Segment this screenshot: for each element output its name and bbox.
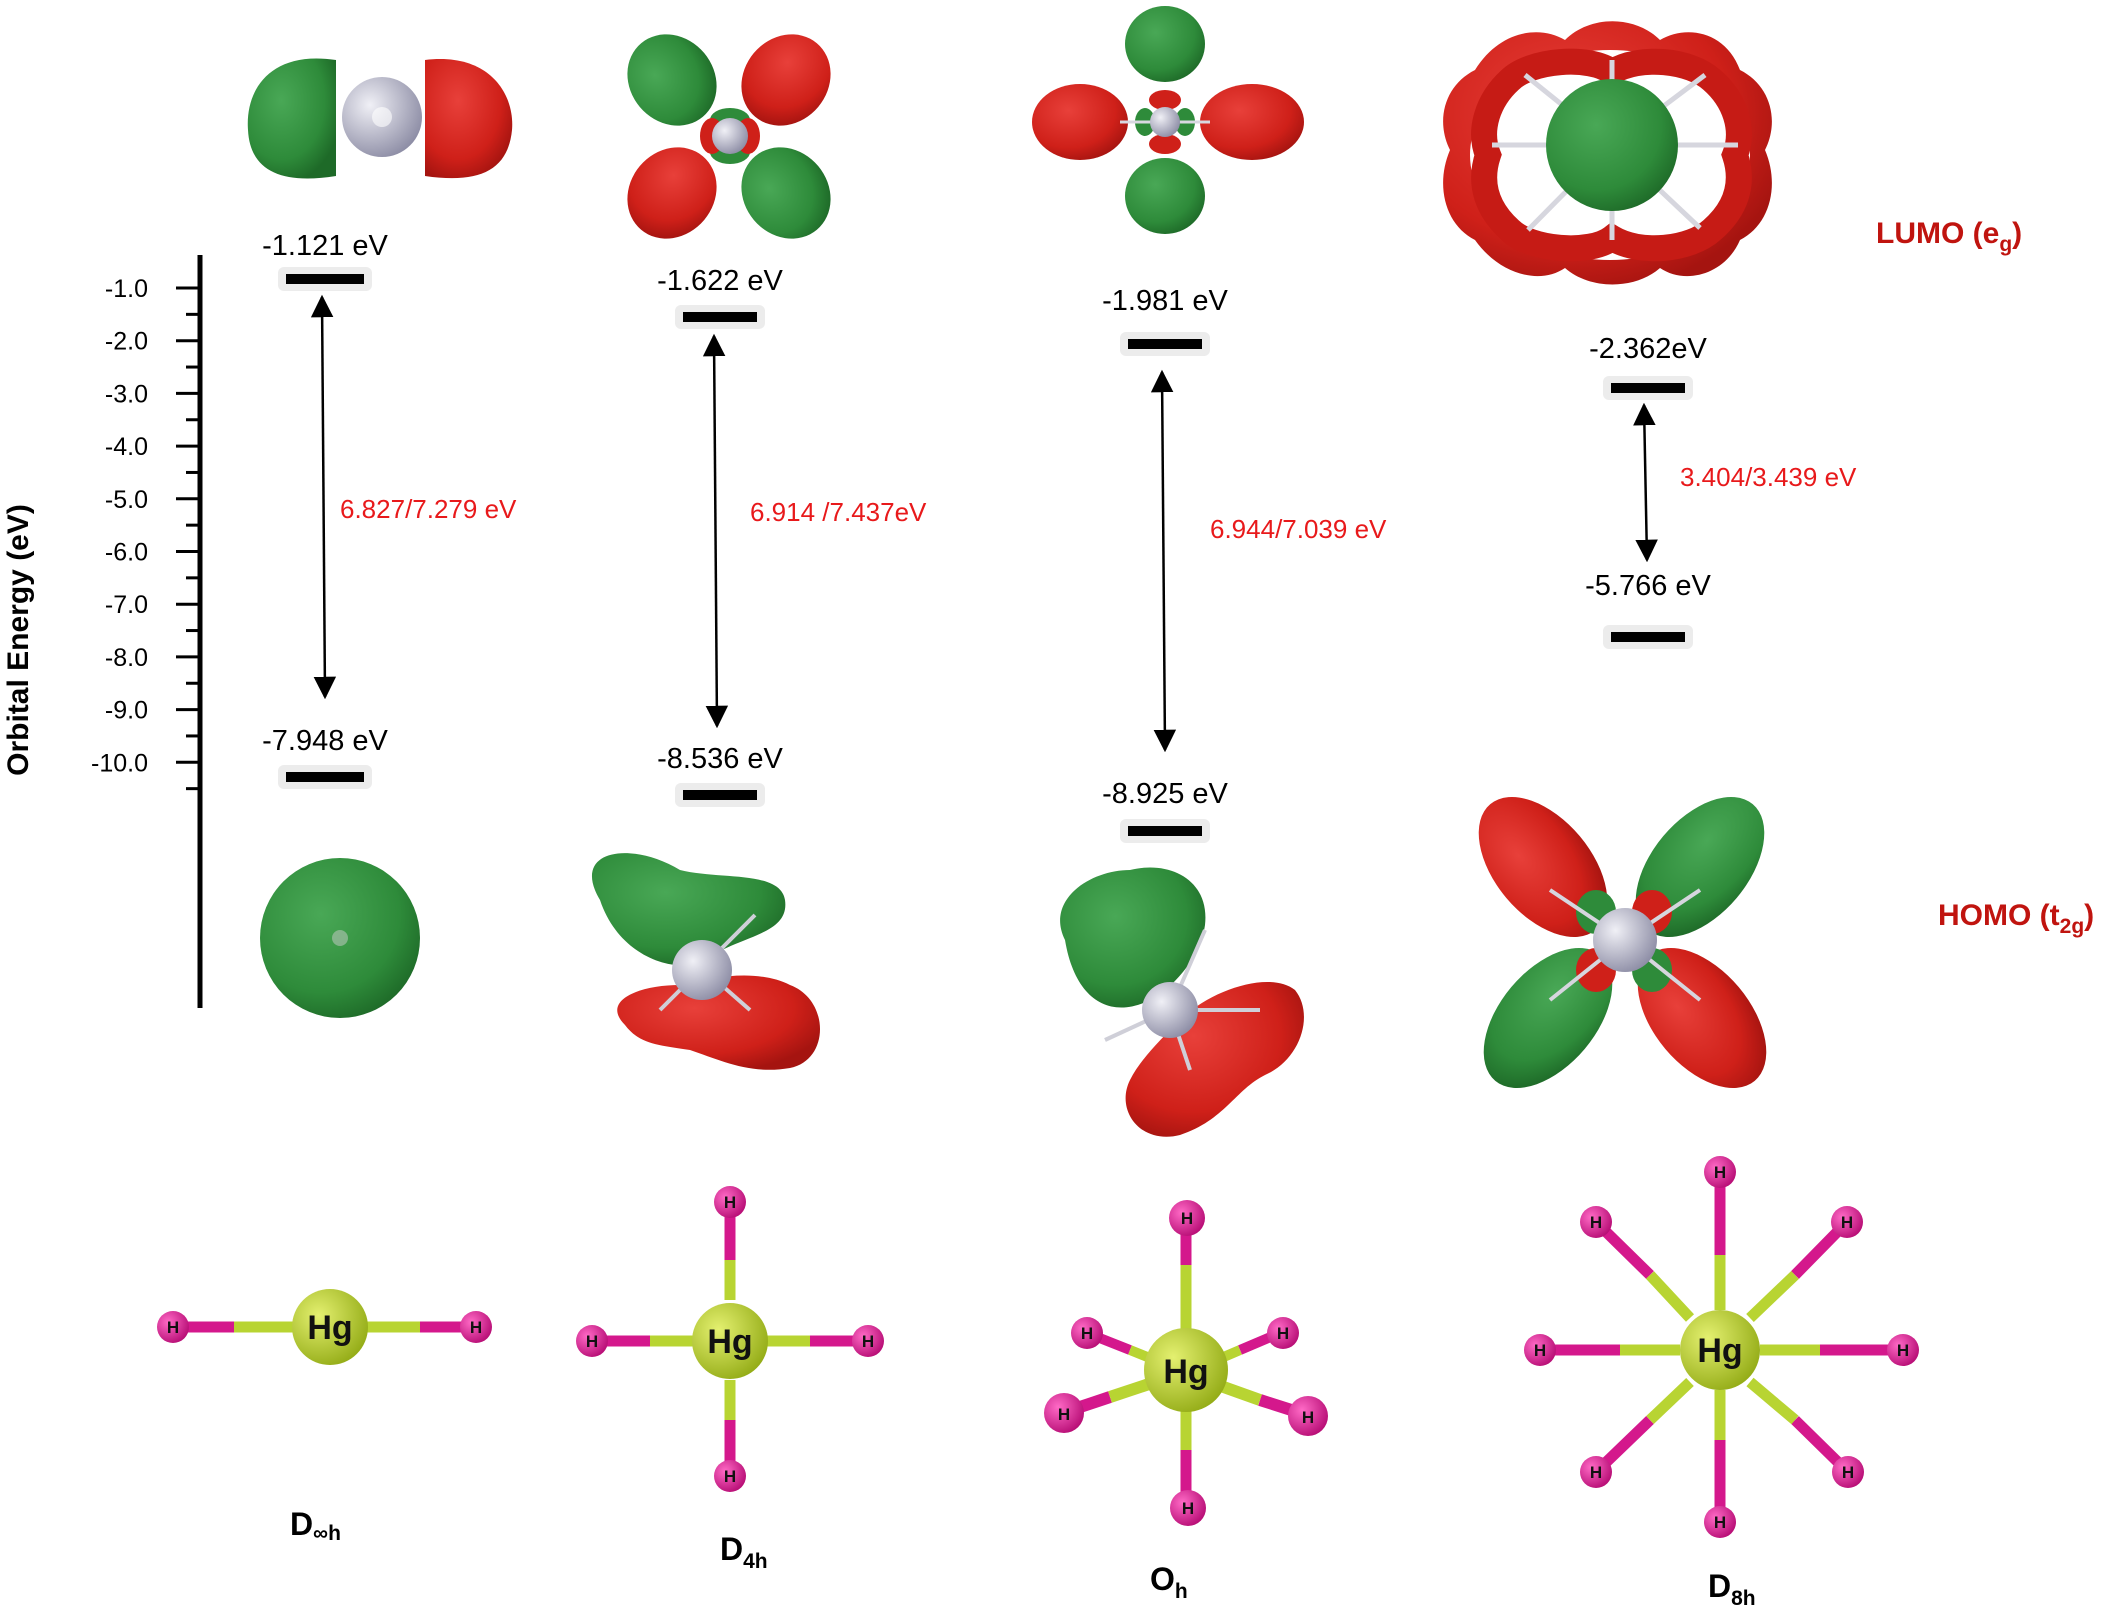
gap-arrow: [310, 294, 337, 700]
axis-tick-label: -8.0: [105, 644, 148, 672]
lumo-level-bar: [286, 274, 364, 284]
svg-text:H: H: [1590, 1463, 1602, 1482]
homo-energy-label: -7.948 eV: [262, 725, 388, 757]
molecule-oh: H H H H H H Hg: [1044, 1200, 1328, 1526]
homo-orbital-d8h: [1478, 797, 1767, 1088]
symmetry-label-d8h: D8h: [1708, 1568, 1756, 1607]
gap-label: 6.827/7.279 eV: [340, 494, 517, 524]
svg-text:H: H: [1058, 1405, 1070, 1424]
symmetry-label-d4h: D4h: [720, 1531, 768, 1573]
svg-text:H: H: [1302, 1408, 1314, 1427]
axis-tick-label: -9.0: [105, 697, 148, 725]
svg-text:H: H: [1842, 1463, 1854, 1482]
homo-level-bar: [683, 790, 757, 800]
symmetry-label-oh: Oh: [1150, 1561, 1188, 1603]
svg-text:H: H: [1181, 1209, 1193, 1228]
svg-text:Hg: Hg: [1697, 1332, 1742, 1370]
lumo-orbital-d4h: [627, 34, 831, 239]
lumo-energy-label: -1.981 eV: [1102, 285, 1228, 317]
energy-levels: -1.121 eV -7.948 eV 6.827/7.279 eV -1.622 e…: [262, 230, 1857, 843]
axis-tick-label: -2.0: [105, 328, 148, 356]
gap-label: 6.914 /7.437eV: [750, 497, 927, 527]
svg-text:H: H: [1841, 1213, 1853, 1232]
energy-levels-d8h: -2.362eV -5.766 eV 3.404/3.439 eV: [1585, 333, 1857, 649]
homo-orbital-dinfh: [260, 858, 420, 1018]
svg-text:Hg: Hg: [307, 1309, 352, 1347]
svg-text:H: H: [1081, 1324, 1093, 1343]
lumo-energy-label: -2.362eV: [1589, 333, 1707, 365]
symmetry-label-dinfh: D∞h: [290, 1506, 341, 1545]
gap-arrow: [702, 333, 729, 729]
energy-levels-oh: -1.981 eV -8.925 eV 6.944/7.039 eV: [1102, 285, 1387, 843]
axis-tick-label: -4.0: [105, 433, 148, 461]
svg-text:H: H: [724, 1467, 736, 1486]
lumo-level-bar: [1611, 383, 1685, 393]
svg-text:Hg: Hg: [1163, 1353, 1208, 1391]
svg-text:H: H: [1534, 1341, 1546, 1360]
energy-axis: -1.0 -2.0 -3.0 -4.0 -5.0 -6.0 -7.0 -8.0 -9.0 -10.…: [2, 255, 203, 1008]
symmetry-labels: D∞h D4h Oh D8h: [290, 1506, 1756, 1607]
svg-text:H: H: [1714, 1163, 1726, 1182]
axis-tick-label: -1.0: [105, 275, 148, 303]
molecule-dinfh: H H Hg: [157, 1289, 492, 1365]
svg-text:H: H: [724, 1193, 736, 1212]
homo-level-bar: [1128, 826, 1202, 836]
svg-text:H: H: [862, 1332, 874, 1351]
svg-text:H: H: [586, 1332, 598, 1351]
homo-orbital-oh: [1060, 867, 1304, 1137]
svg-text:H: H: [1714, 1513, 1726, 1532]
homo-level-bar: [286, 772, 364, 782]
gap-label: 6.944/7.039 eV: [1210, 514, 1387, 544]
lumo-orbital-dinfh: [247, 58, 513, 179]
homo-energy-label: -5.766 eV: [1585, 570, 1711, 602]
lumo-orbital-oh: [1032, 6, 1304, 234]
lumo-energy-label: -1.121 eV: [262, 230, 388, 262]
gap-arrow: [1150, 369, 1177, 753]
homo-energy-label: -8.536 eV: [657, 743, 783, 775]
svg-text:Hg: Hg: [707, 1323, 752, 1361]
svg-text:H: H: [1182, 1499, 1194, 1518]
axis-tick-label: -10.0: [91, 749, 148, 777]
molecule-d8h: H H H H H H H H Hg: [1524, 1156, 1919, 1538]
lumo-orbital-d8h: [1443, 21, 1772, 285]
axis-tick-label: -6.0: [105, 539, 148, 567]
axis-tick-label: -5.0: [105, 486, 148, 514]
gap-label: 3.404/3.439 eV: [1680, 462, 1857, 492]
axis-title: Orbital Energy (eV): [2, 504, 35, 776]
lumo-energy-label: -1.622 eV: [657, 265, 783, 297]
orbital-labels: LUMO (eg) HOMO (t2g): [1876, 217, 2094, 938]
svg-text:H: H: [470, 1318, 482, 1337]
lumo-level-bar: [683, 312, 757, 322]
homo-level-bar: [1611, 632, 1685, 642]
homo-label: HOMO (t2g): [1938, 899, 2094, 938]
axis-ticks: -1.0 -2.0 -3.0 -4.0 -5.0 -6.0 -7.0 -8.0 -9.0 -10.…: [91, 275, 200, 791]
molecule-d4h: H H H H Hg: [576, 1186, 884, 1492]
energy-levels-dinfh: -1.121 eV -7.948 eV 6.827/7.279 eV: [262, 230, 517, 789]
gap-arrow: [1633, 402, 1658, 563]
svg-text:H: H: [1590, 1213, 1602, 1232]
axis-tick-label: -3.0: [105, 380, 148, 408]
svg-text:H: H: [1277, 1324, 1289, 1343]
homo-energy-label: -8.925 eV: [1102, 778, 1228, 810]
lumo-label: LUMO (eg): [1876, 217, 2022, 256]
lumo-level-bar: [1128, 339, 1202, 349]
energy-levels-d4h: -1.622 eV -8.536 eV 6.914 /7.437eV: [657, 265, 927, 807]
homo-orbital-d4h: [591, 853, 820, 1070]
axis-tick-label: -7.0: [105, 591, 148, 619]
svg-text:H: H: [167, 1318, 179, 1337]
svg-text:H: H: [1897, 1341, 1909, 1360]
